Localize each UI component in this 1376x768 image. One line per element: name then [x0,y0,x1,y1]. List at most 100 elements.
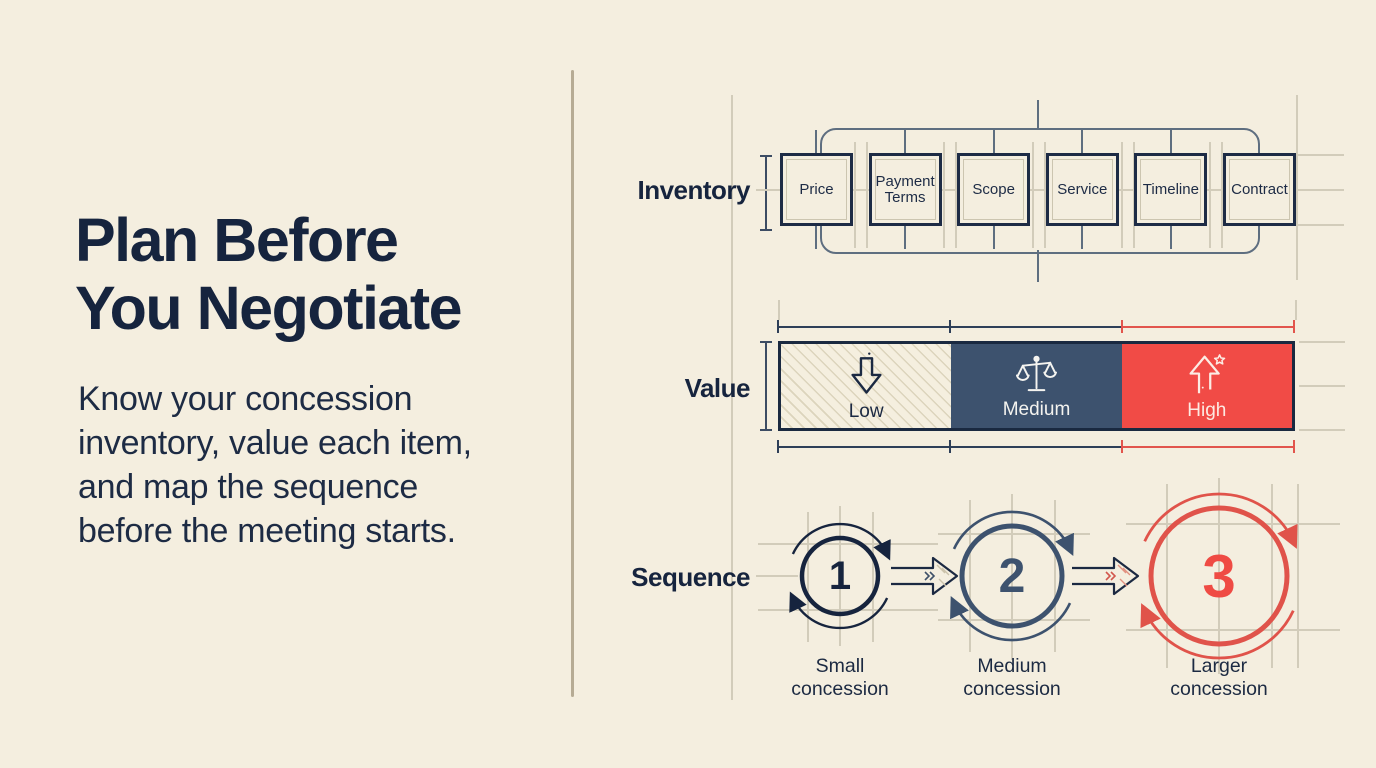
guide-vline [1296,95,1298,280]
title-line-1: Plan Before [75,206,399,274]
measure-tick [949,440,951,453]
guide-hline [938,533,1090,535]
box-connector [815,130,817,153]
guide-vline [872,512,874,642]
inventory-item-label: Payment Terms [875,172,935,206]
measure-tick [1121,440,1123,453]
caption-line: Small [815,655,865,677]
arrow-down-icon [851,352,882,394]
inventory-bracket [760,155,772,231]
caption-line: Medium [977,655,1047,677]
inventory-item-payment-terms: Payment Terms [868,153,942,226]
value-label: Value [684,373,751,403]
inventory-item-scope: Scope [957,153,1031,226]
guide-hline [1298,154,1344,156]
guide-hline [1126,523,1340,525]
guide-vline [1295,300,1297,320]
guide-vline [1121,142,1123,248]
value-segment-high: High [1121,344,1292,428]
inventory-item-price: Price [780,153,853,226]
rotating-circle-1-icon [789,522,891,630]
box-connector [1081,226,1083,249]
guide-vline [1133,142,1135,248]
value-segment-label: Medium [1002,398,1071,420]
rotating-circle-2-icon [950,510,1074,642]
guide-vline [1166,484,1168,668]
measure-tick [1293,320,1295,333]
value-bar: Low Medium High [778,341,1295,431]
step-caption-medium: Medium concession [932,655,1092,701]
box-connector [1170,130,1172,153]
guide-vline [1218,478,1220,674]
guide-vline [731,95,733,700]
title-line-2: You Negotiate [75,274,463,342]
box-inner-frame [1140,159,1202,220]
balance-scale-icon [1015,355,1057,391]
guide-vline [807,512,809,642]
guide-vline [1221,142,1223,248]
box-inner-frame [786,159,847,220]
inventory-boxes: Price Payment Terms Scope Service Timeli… [780,153,1296,226]
caption-line: concession [1170,678,1268,700]
guide-hline [758,609,938,611]
caption-line: concession [791,678,889,700]
guide-vline [1297,484,1299,668]
page-title: Plan Before You Negotiate [75,206,463,342]
measure-tick [777,320,779,333]
step-caption-small: Small concession [760,655,920,701]
step-number: 1 [828,553,852,598]
box-connector [993,130,995,153]
backbone-bottom-line [1037,250,1039,282]
subtitle-line-3: and map the sequence [78,468,418,506]
guide-hline [756,575,798,577]
subtitle-line-2: inventory, value each item, [78,424,472,462]
guide-hline [1126,629,1340,631]
box-connector [1170,226,1172,249]
subtitle-line-4: before the meeting starts. [78,512,456,550]
sequence-label: Sequence [631,562,750,592]
backbone-top-line [1037,100,1039,128]
box-inner-frame [963,159,1025,220]
guide-vline [1011,494,1013,660]
guide-vline [778,300,780,320]
guide-vline [1271,484,1273,668]
value-segment-label: High [1187,399,1227,421]
guide-vline [1209,142,1211,248]
guide-vline [866,142,868,248]
page-subtitle: Know your concession inventory, value ea… [78,377,472,553]
sequence-step-1: 1 [782,518,898,634]
guide-vline [1054,500,1056,652]
value-segment-low: Low [781,344,952,428]
value-bracket [760,341,772,431]
box-inner-frame [1228,159,1290,220]
guide-vline [943,142,945,248]
inventory-label: Inventory [637,175,750,205]
guide-vline [1032,142,1034,248]
measure-tick [1293,440,1295,453]
inventory-item-label: Timeline [1142,180,1199,198]
box-connector [904,130,906,153]
value-segment-label: Low [848,401,884,422]
guide-hline [1299,385,1345,387]
inventory-item-service: Service [1045,153,1119,226]
guide-vline [955,142,957,248]
step-number: 3 [1202,542,1236,610]
inventory-item-label: Price [799,180,834,198]
inventory-item-timeline: Timeline [1134,153,1208,226]
box-connector [993,226,995,249]
rotating-circle-3-icon [1140,492,1298,660]
guide-hline [1299,341,1345,343]
caption-line: Larger [1190,655,1248,677]
sequence-step-2: 2 [940,504,1084,648]
guide-vline [1044,142,1046,248]
step-number: 2 [998,549,1026,603]
inventory-item-label: Service [1057,180,1108,198]
guide-vline [969,500,971,652]
caption-line: concession [963,678,1061,700]
box-connector [1081,130,1083,153]
guide-hline [758,543,938,545]
measure-line-bottom-red [1122,446,1295,448]
guide-hline [1299,429,1345,431]
guide-vline [839,506,841,646]
